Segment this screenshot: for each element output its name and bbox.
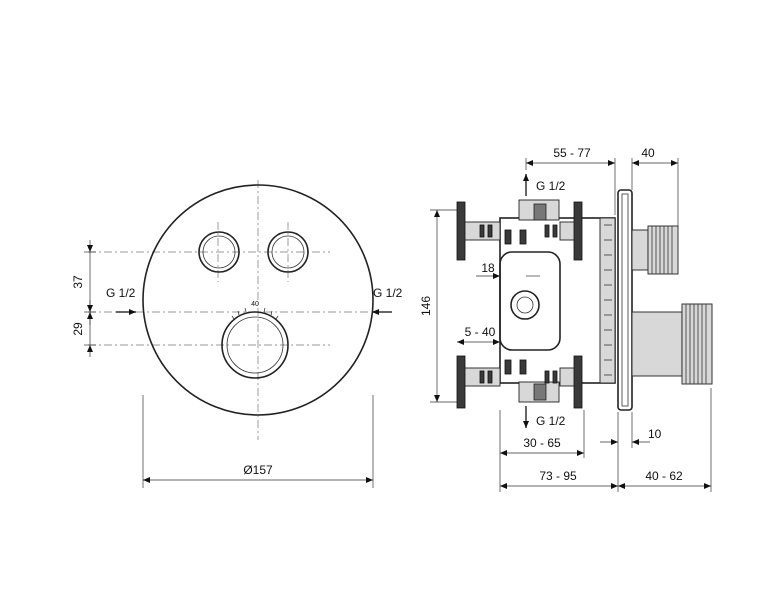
- dim-30-65-label: 30 - 65: [523, 436, 561, 450]
- dim-40-62-label: 40 - 62: [645, 469, 683, 483]
- dial-mark-label: 40: [251, 301, 259, 308]
- dim-29-label: 29: [71, 322, 85, 336]
- bottom-left-plug: [456, 355, 466, 409]
- lower-cartridge: [631, 303, 713, 385]
- dim-55-77-label: 55 - 77: [553, 146, 591, 160]
- inlet-left-label: G 1/2: [106, 286, 136, 300]
- faceplate-circle: [142, 184, 374, 416]
- dial-scale: [231, 307, 279, 320]
- dim-146-label: 146: [419, 296, 433, 316]
- dim-37-label: 37: [71, 275, 85, 289]
- dim-40-top-label: 40: [641, 146, 655, 160]
- inlet-right-label: G 1/2: [373, 286, 403, 300]
- dim-5-40-label: 5 - 40: [465, 325, 496, 339]
- mounting-flange: [617, 189, 633, 411]
- left-button: [198, 231, 240, 273]
- outlet-top-label: G 1/2: [536, 179, 566, 193]
- center-opening: [499, 251, 561, 351]
- side-view: G 1/2 G 1/2 55 - 77 40 146 18 5 - 40 30 …: [419, 146, 713, 492]
- dim-73-95-label: 73 - 95: [539, 469, 577, 483]
- top-left-plug: [456, 201, 466, 261]
- front-view: 40 37 29 G 1/2 G 1/2 Ø157: [71, 180, 403, 488]
- right-button: [267, 231, 309, 273]
- temperature-dial: [221, 311, 289, 379]
- diameter-label: Ø157: [243, 463, 273, 477]
- valve-body: [499, 217, 616, 384]
- upper-cartridge: [631, 225, 679, 275]
- dim-18-label: 18: [481, 261, 495, 275]
- dim-10-label: 10: [648, 427, 662, 441]
- outlet-bottom-label: G 1/2: [536, 414, 566, 428]
